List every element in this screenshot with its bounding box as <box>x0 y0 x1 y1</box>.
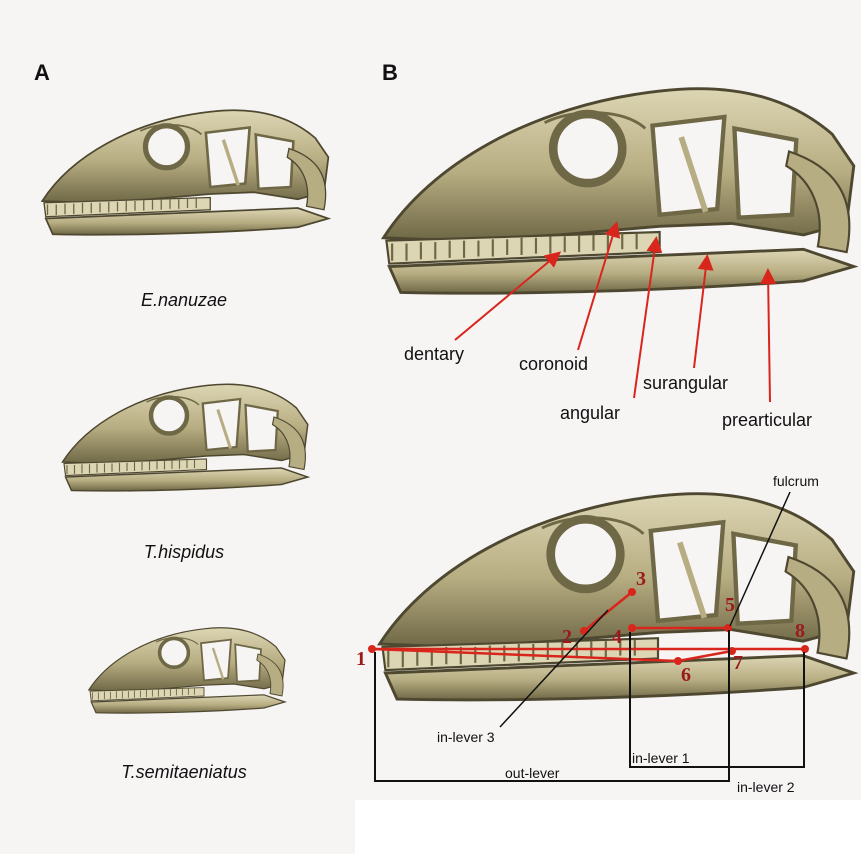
landmark-point-3 <box>628 588 636 596</box>
landmark-point-4 <box>628 624 636 632</box>
arrow-surangular <box>694 258 707 368</box>
label-prearticular: prearticular <box>722 410 812 431</box>
landmark-number-3: 3 <box>636 568 646 591</box>
arrow-coronoid <box>578 225 616 350</box>
landmark-number-5: 5 <box>725 594 735 617</box>
landmark-point-8 <box>801 645 809 653</box>
label-in-lever-1: in-lever 1 <box>632 750 690 766</box>
bracket-in-lever-1 <box>630 632 727 767</box>
label-in-lever-2: in-lever 2 <box>737 779 795 795</box>
label-out-lever: out-lever <box>505 765 559 781</box>
lever-line-6-7 <box>678 651 732 661</box>
label-fulcrum: fulcrum <box>773 473 819 489</box>
landmark-number-2: 2 <box>562 626 572 649</box>
landmark-number-4: 4 <box>612 626 622 649</box>
arrow-prearticular <box>768 272 770 402</box>
label-surangular: surangular <box>643 373 728 394</box>
landmark-number-7: 7 <box>733 652 743 675</box>
label-angular: angular <box>560 403 620 424</box>
arrow-dentary <box>455 254 558 340</box>
landmark-number-1: 1 <box>356 648 366 671</box>
landmark-point-1 <box>368 645 376 653</box>
label-in-lever-3: in-lever 3 <box>437 729 495 745</box>
landmark-number-6: 6 <box>681 664 691 687</box>
label-dentary: dentary <box>404 344 464 365</box>
pointer-fulcrum <box>730 492 790 626</box>
lever-line-2-3 <box>584 592 632 631</box>
label-coronoid: coronoid <box>519 354 588 375</box>
landmark-number-8: 8 <box>795 620 805 643</box>
pointer-in-lever-3 <box>500 610 608 727</box>
lever-line-1-6 <box>372 649 678 661</box>
